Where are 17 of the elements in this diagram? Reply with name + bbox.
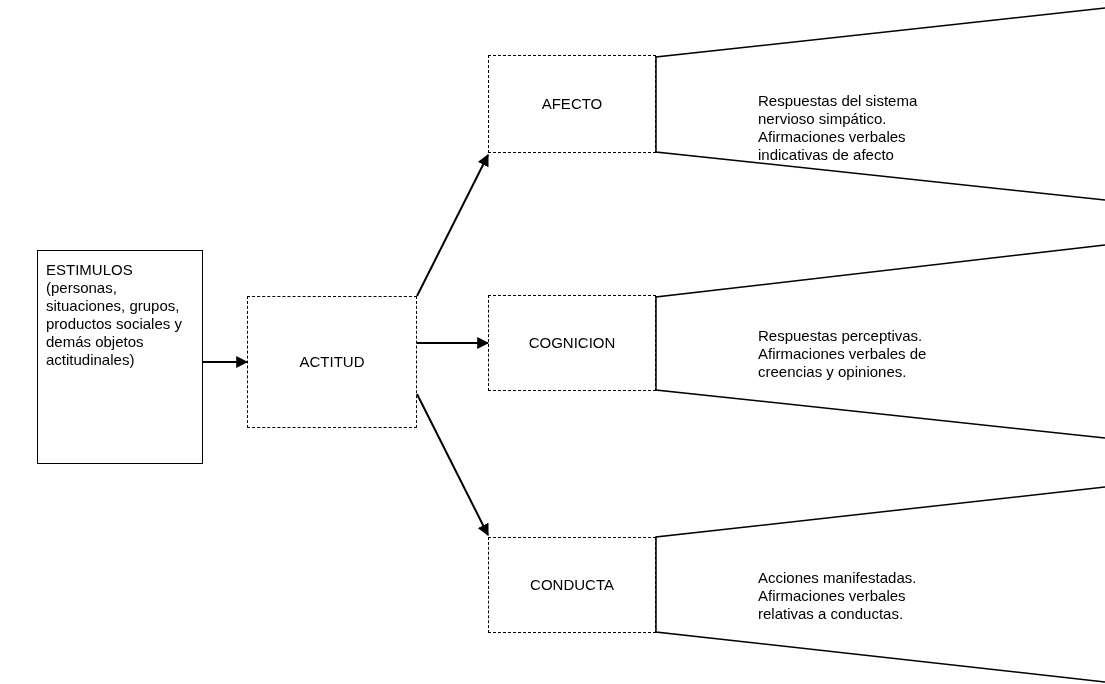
node-label: ACTITUD bbox=[299, 353, 365, 371]
node-label: CONDUCTA bbox=[530, 576, 614, 594]
stimulus-box bbox=[37, 250, 203, 464]
component-box bbox=[488, 537, 656, 633]
component-box bbox=[488, 55, 656, 153]
node-label: COGNICION bbox=[528, 334, 616, 352]
description-text: Respuestas del sistema nervioso simpático. Afirmaciones verbales indicativas de afecto bbox=[758, 92, 919, 164]
arrow bbox=[202, 356, 249, 368]
description-text: Respuestas perceptivas. Afirmaciones verbales de creencias y opiniones. bbox=[758, 327, 928, 381]
arrow bbox=[416, 337, 490, 349]
arrow bbox=[416, 153, 489, 297]
attitude-box bbox=[247, 296, 417, 428]
node-label: AFECTO bbox=[541, 95, 603, 113]
description-text: Acciones manifestadas. Afirmaciones verbales relativas a conductas. bbox=[758, 569, 918, 623]
node-label: ESTIMULOS (personas, situaciones, grupos, productos sociales y demás objetos actitudinales) bbox=[46, 261, 183, 369]
component-box bbox=[488, 295, 656, 391]
arrow bbox=[416, 393, 489, 537]
